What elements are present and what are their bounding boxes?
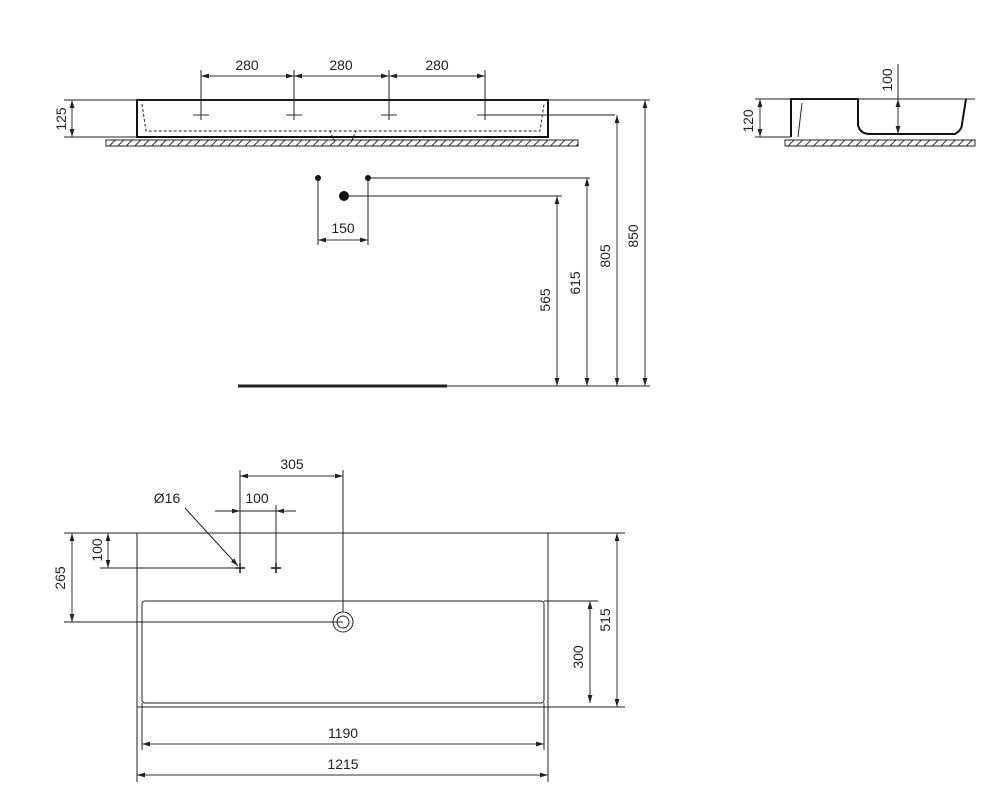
dim-total-depth: 515 (597, 608, 613, 632)
dim-basin-height: 125 (53, 107, 69, 131)
dim-hole-spacing: 150 (331, 220, 355, 236)
front-view: 280 280 280 125 150 565 615 805 850 (53, 57, 650, 388)
dim-tap-height: 805 (597, 244, 613, 268)
dim-hole-diameter: Ø16 (154, 490, 181, 506)
countertop-slab (105, 139, 579, 147)
dim-bowl-depth-side: 100 (879, 68, 895, 92)
dim-tap-spacing-3: 280 (425, 57, 449, 73)
dim-bowl-depth: 300 (570, 645, 586, 669)
dim-inner-width: 1190 (328, 725, 358, 741)
dim-drain-height: 565 (537, 288, 553, 312)
dim-supply-height: 615 (567, 271, 583, 295)
dim-tap-hole-spacing: 100 (245, 490, 269, 506)
dim-hole-depth: 100 (89, 538, 105, 562)
dim-drain-depth: 265 (52, 566, 68, 590)
tap-hole-icons (235, 563, 281, 573)
side-view: 120 100 (740, 64, 976, 147)
dim-drain-offset: 305 (280, 456, 304, 472)
tap-positions (193, 70, 493, 120)
dim-side-height: 120 (740, 109, 756, 133)
dim-top-height: 850 (625, 224, 641, 248)
dim-tap-spacing-1: 280 (235, 57, 259, 73)
plan-view: 305 100 Ø16 100 265 300 515 1190 1215 (52, 456, 625, 782)
dim-tap-spacing-2: 280 (329, 57, 353, 73)
dim-total-width: 1215 (327, 756, 358, 772)
